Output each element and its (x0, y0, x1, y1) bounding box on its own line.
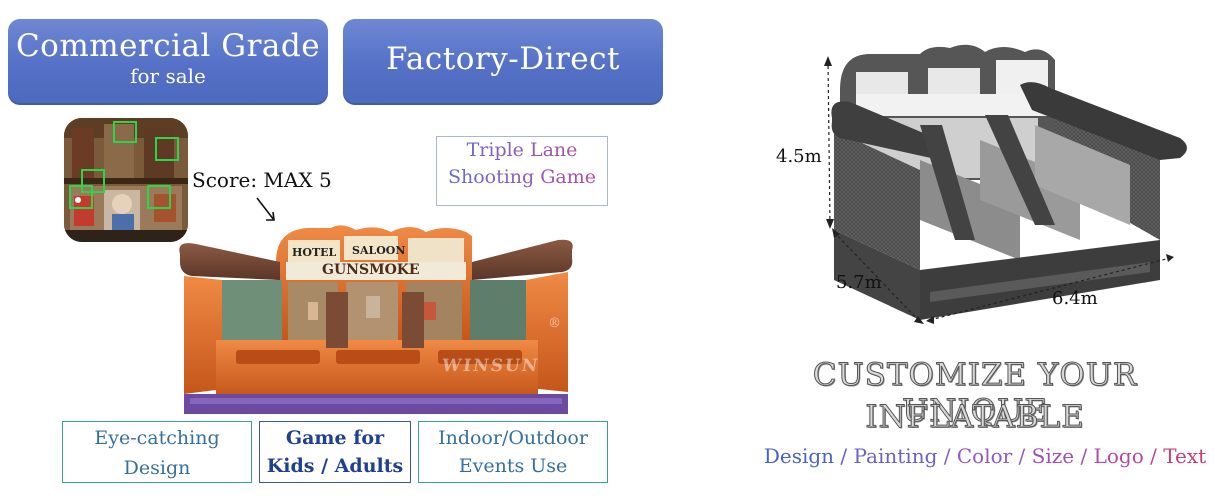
dimension-lines (824, 56, 1174, 324)
option-size: Size (1031, 444, 1075, 468)
callout-line-2: Shooting Game (437, 164, 607, 191)
brand-watermark: WINSUN (440, 356, 541, 376)
sign-gunsmoke: GUNSMOKE (322, 262, 420, 278)
option-painting: Painting (853, 444, 938, 468)
commercial-grade-banner: Commercial Grade for sale (8, 19, 328, 105)
feature-line-1: Game for (285, 427, 385, 449)
option-separator: / (1012, 444, 1032, 468)
option-separator: / (834, 444, 854, 468)
grayscale-model-image (831, 44, 1187, 320)
depth-dimension: 5.7m (836, 272, 882, 293)
sign-hotel: HOTEL (292, 246, 337, 259)
target-closeup-photo (64, 118, 188, 242)
feature-line-2: Events Use (458, 455, 568, 477)
registered-mark: ® (548, 316, 561, 331)
target-wall-image (64, 118, 188, 242)
factory-direct-banner: Factory-Direct (343, 19, 663, 105)
feature-eye-catching: Eye-catching Design (62, 421, 252, 483)
option-design: Design (763, 444, 835, 468)
banner-title: Commercial Grade (15, 28, 321, 64)
feature-line-2: Kids / Adults (266, 455, 404, 477)
banner-title: Factory-Direct (386, 41, 620, 77)
option-separator: / (937, 444, 957, 468)
feature-line-1: Indoor/Outdoor (438, 427, 588, 449)
height-dimension: 4.5m (776, 146, 822, 167)
banner-subtitle: for sale (130, 64, 206, 88)
option-separator: / (1074, 444, 1094, 468)
triple-lane-callout: Triple Lane Shooting Game (436, 136, 608, 206)
arrow-down-right-icon (256, 197, 275, 221)
width-dimension: 6.4m (1052, 288, 1098, 309)
option-logo: Logo (1093, 444, 1144, 468)
option-color: Color (956, 444, 1013, 468)
customize-heading-line-1: CUSTOMIZE YOUR UNIQUE (812, 357, 1138, 430)
feature-indoor-outdoor: Indoor/Outdoor Events Use (418, 421, 608, 483)
option-text: Text (1163, 444, 1207, 468)
callout-line-1: Triple Lane (437, 137, 607, 164)
customize-heading-line-2: INFLATABLE (865, 399, 1085, 436)
feature-line-1: Eye-catching (94, 427, 220, 449)
sign-saloon: SALOON (352, 244, 406, 257)
score-label: Score: MAX 5 (192, 168, 332, 192)
inflatable-product-photo (179, 225, 573, 414)
option-separator: / (1143, 444, 1164, 468)
customization-options: Design / Painting / Color / Size / Logo … (750, 444, 1215, 468)
feature-kids-adults: Game for Kids / Adults (259, 421, 411, 483)
feature-line-2: Design (123, 457, 191, 479)
inflatable-3d-model: 4.5m 5.7m 6.4m (770, 30, 1210, 340)
